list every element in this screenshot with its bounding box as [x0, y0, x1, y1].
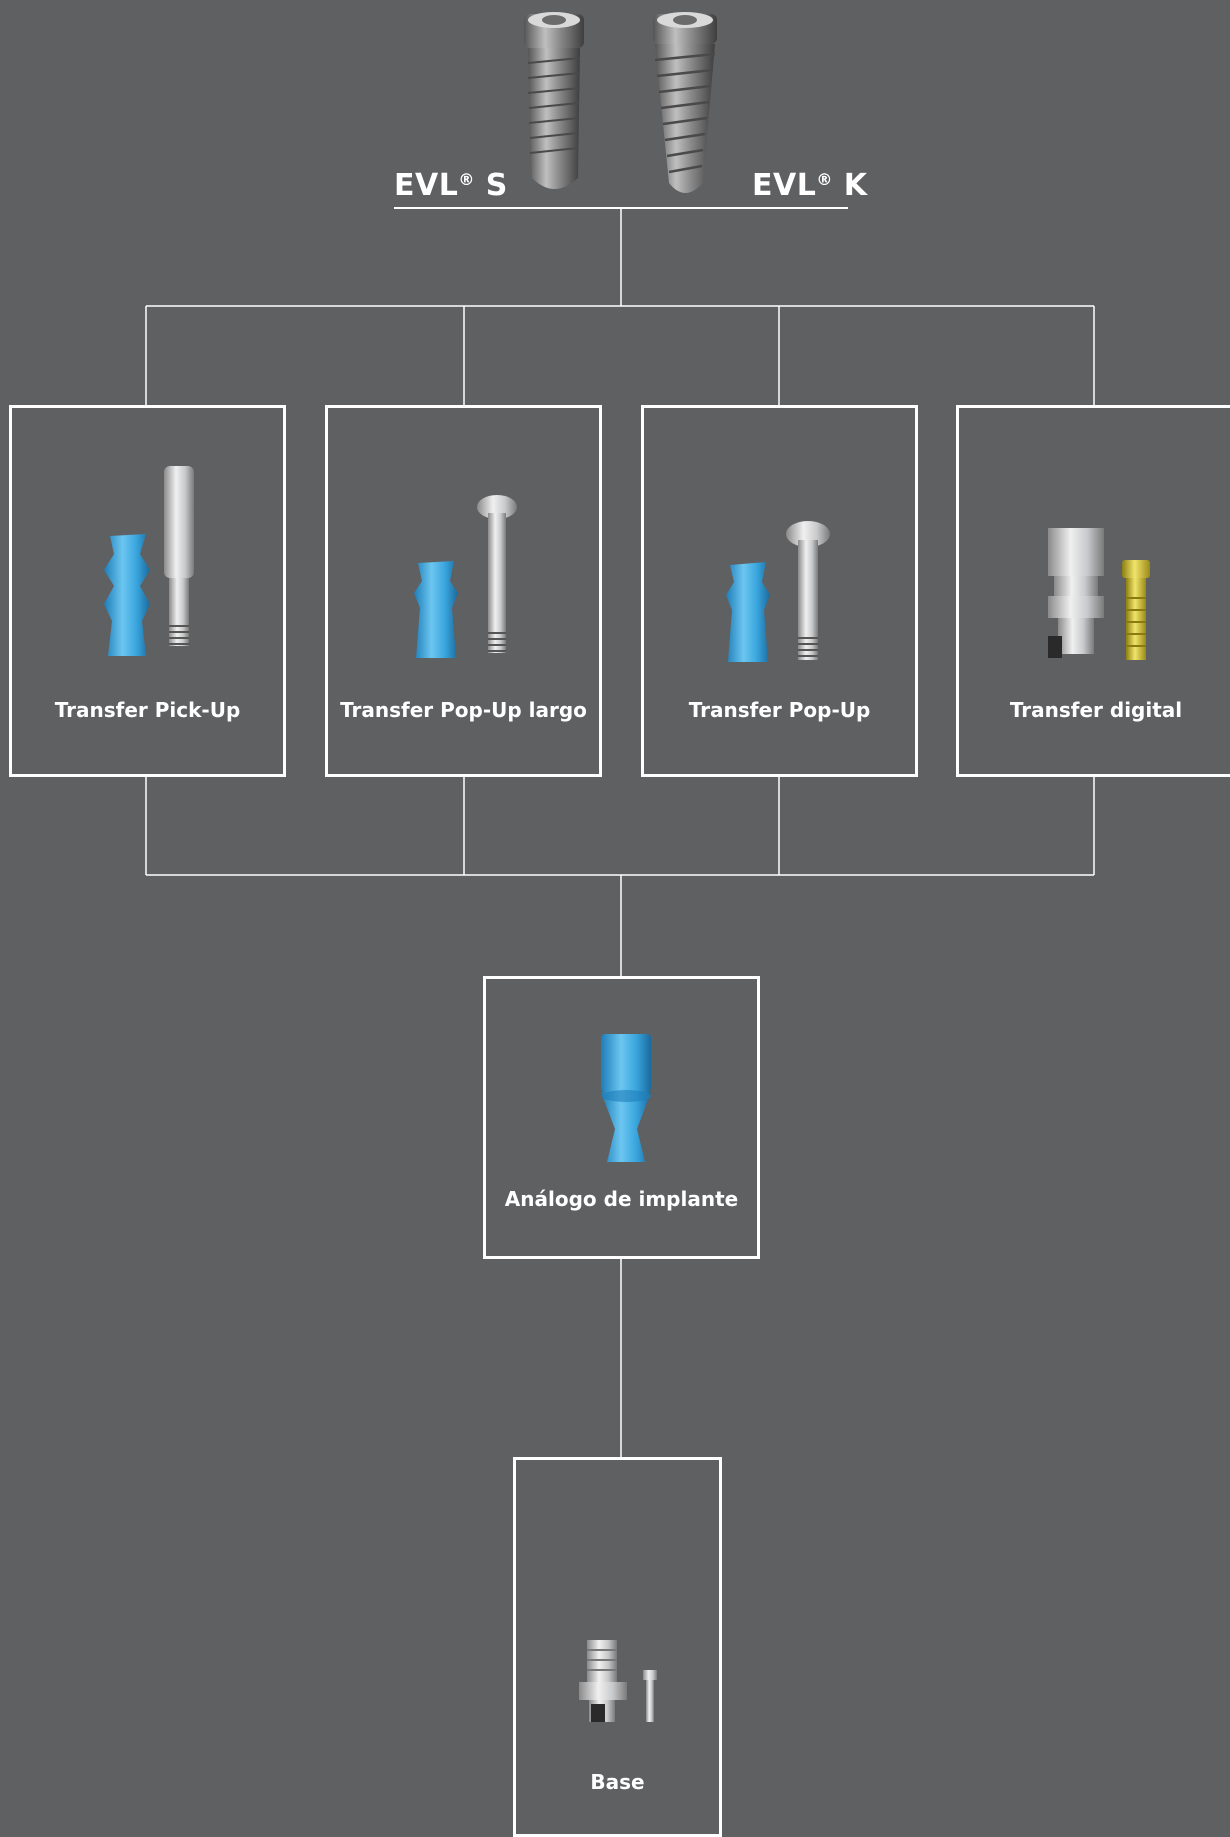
transfer-label: Transfer digital — [1009, 698, 1183, 722]
pick-up-transfer-icon — [104, 466, 194, 656]
digital-transfer-icon — [1048, 528, 1150, 660]
analog-label: Análogo de implante — [504, 1187, 739, 1211]
transfer-label: Transfer Pop-Up largo — [340, 698, 587, 722]
transfer-label: Transfer Pop-Up — [688, 698, 871, 722]
transfer-pop-up-card[interactable]: Transfer Pop-Up — [641, 405, 918, 777]
evl-s-label: EVL® S — [394, 168, 508, 203]
evl-k-label: EVL® K — [752, 168, 868, 203]
transfer-pop-up-long-card[interactable]: Transfer Pop-Up largo — [325, 405, 602, 777]
implant-analog-icon — [601, 1034, 651, 1162]
base-card[interactable]: Base — [513, 1457, 722, 1837]
pop-up-long-transfer-icon — [414, 495, 517, 658]
transfer-pick-up-card[interactable]: Transfer Pick-Up — [9, 405, 286, 777]
base-abutment-icon — [579, 1640, 657, 1722]
pop-up-transfer-icon — [726, 521, 830, 662]
implant-analog-card[interactable]: Análogo de implante — [483, 976, 760, 1259]
evl-s-implant-icon — [524, 12, 584, 189]
transfer-digital-card[interactable]: Transfer digital — [956, 405, 1230, 777]
transfer-label: Transfer Pick-Up — [54, 698, 241, 722]
evl-k-implant-icon — [653, 12, 717, 193]
base-label: Base — [590, 1770, 645, 1794]
